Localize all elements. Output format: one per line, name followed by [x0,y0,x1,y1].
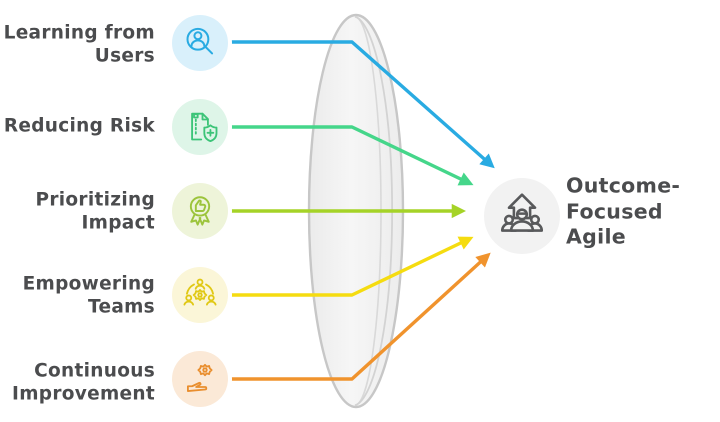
label-prioritizing-impact: Prioritizing Impact [35,189,155,233]
label-continuous-improvement: Continuous Improvement [12,360,155,404]
growth-team-icon [500,193,544,232]
label-outcome-focused-agile: Outcome-Focused Agile [566,173,681,249]
label-empowering-teams: Empowering Teams [22,273,155,317]
gear-hand-icon [187,363,213,392]
connector-continuous-improvement [231,252,491,381]
user-search-icon [186,27,214,55]
connector-learning-from-users [231,40,495,169]
connector-empowering-teams [231,236,474,297]
team-gear-icon [183,278,217,306]
node-continuous-improvement [172,351,228,407]
label-learning-from-users: Learning from Users [3,22,155,66]
node-outcome-focused-agile [484,178,560,254]
node-reducing-risk [172,99,228,155]
node-learning-from-users [172,15,228,71]
connector-reducing-risk [231,125,474,186]
document-shield-icon [191,112,218,142]
award-thumbs-up-icon [189,196,211,226]
node-prioritizing-impact [172,183,228,239]
node-empowering-teams [172,267,228,323]
label-reducing-risk: Reducing Risk [3,115,155,137]
